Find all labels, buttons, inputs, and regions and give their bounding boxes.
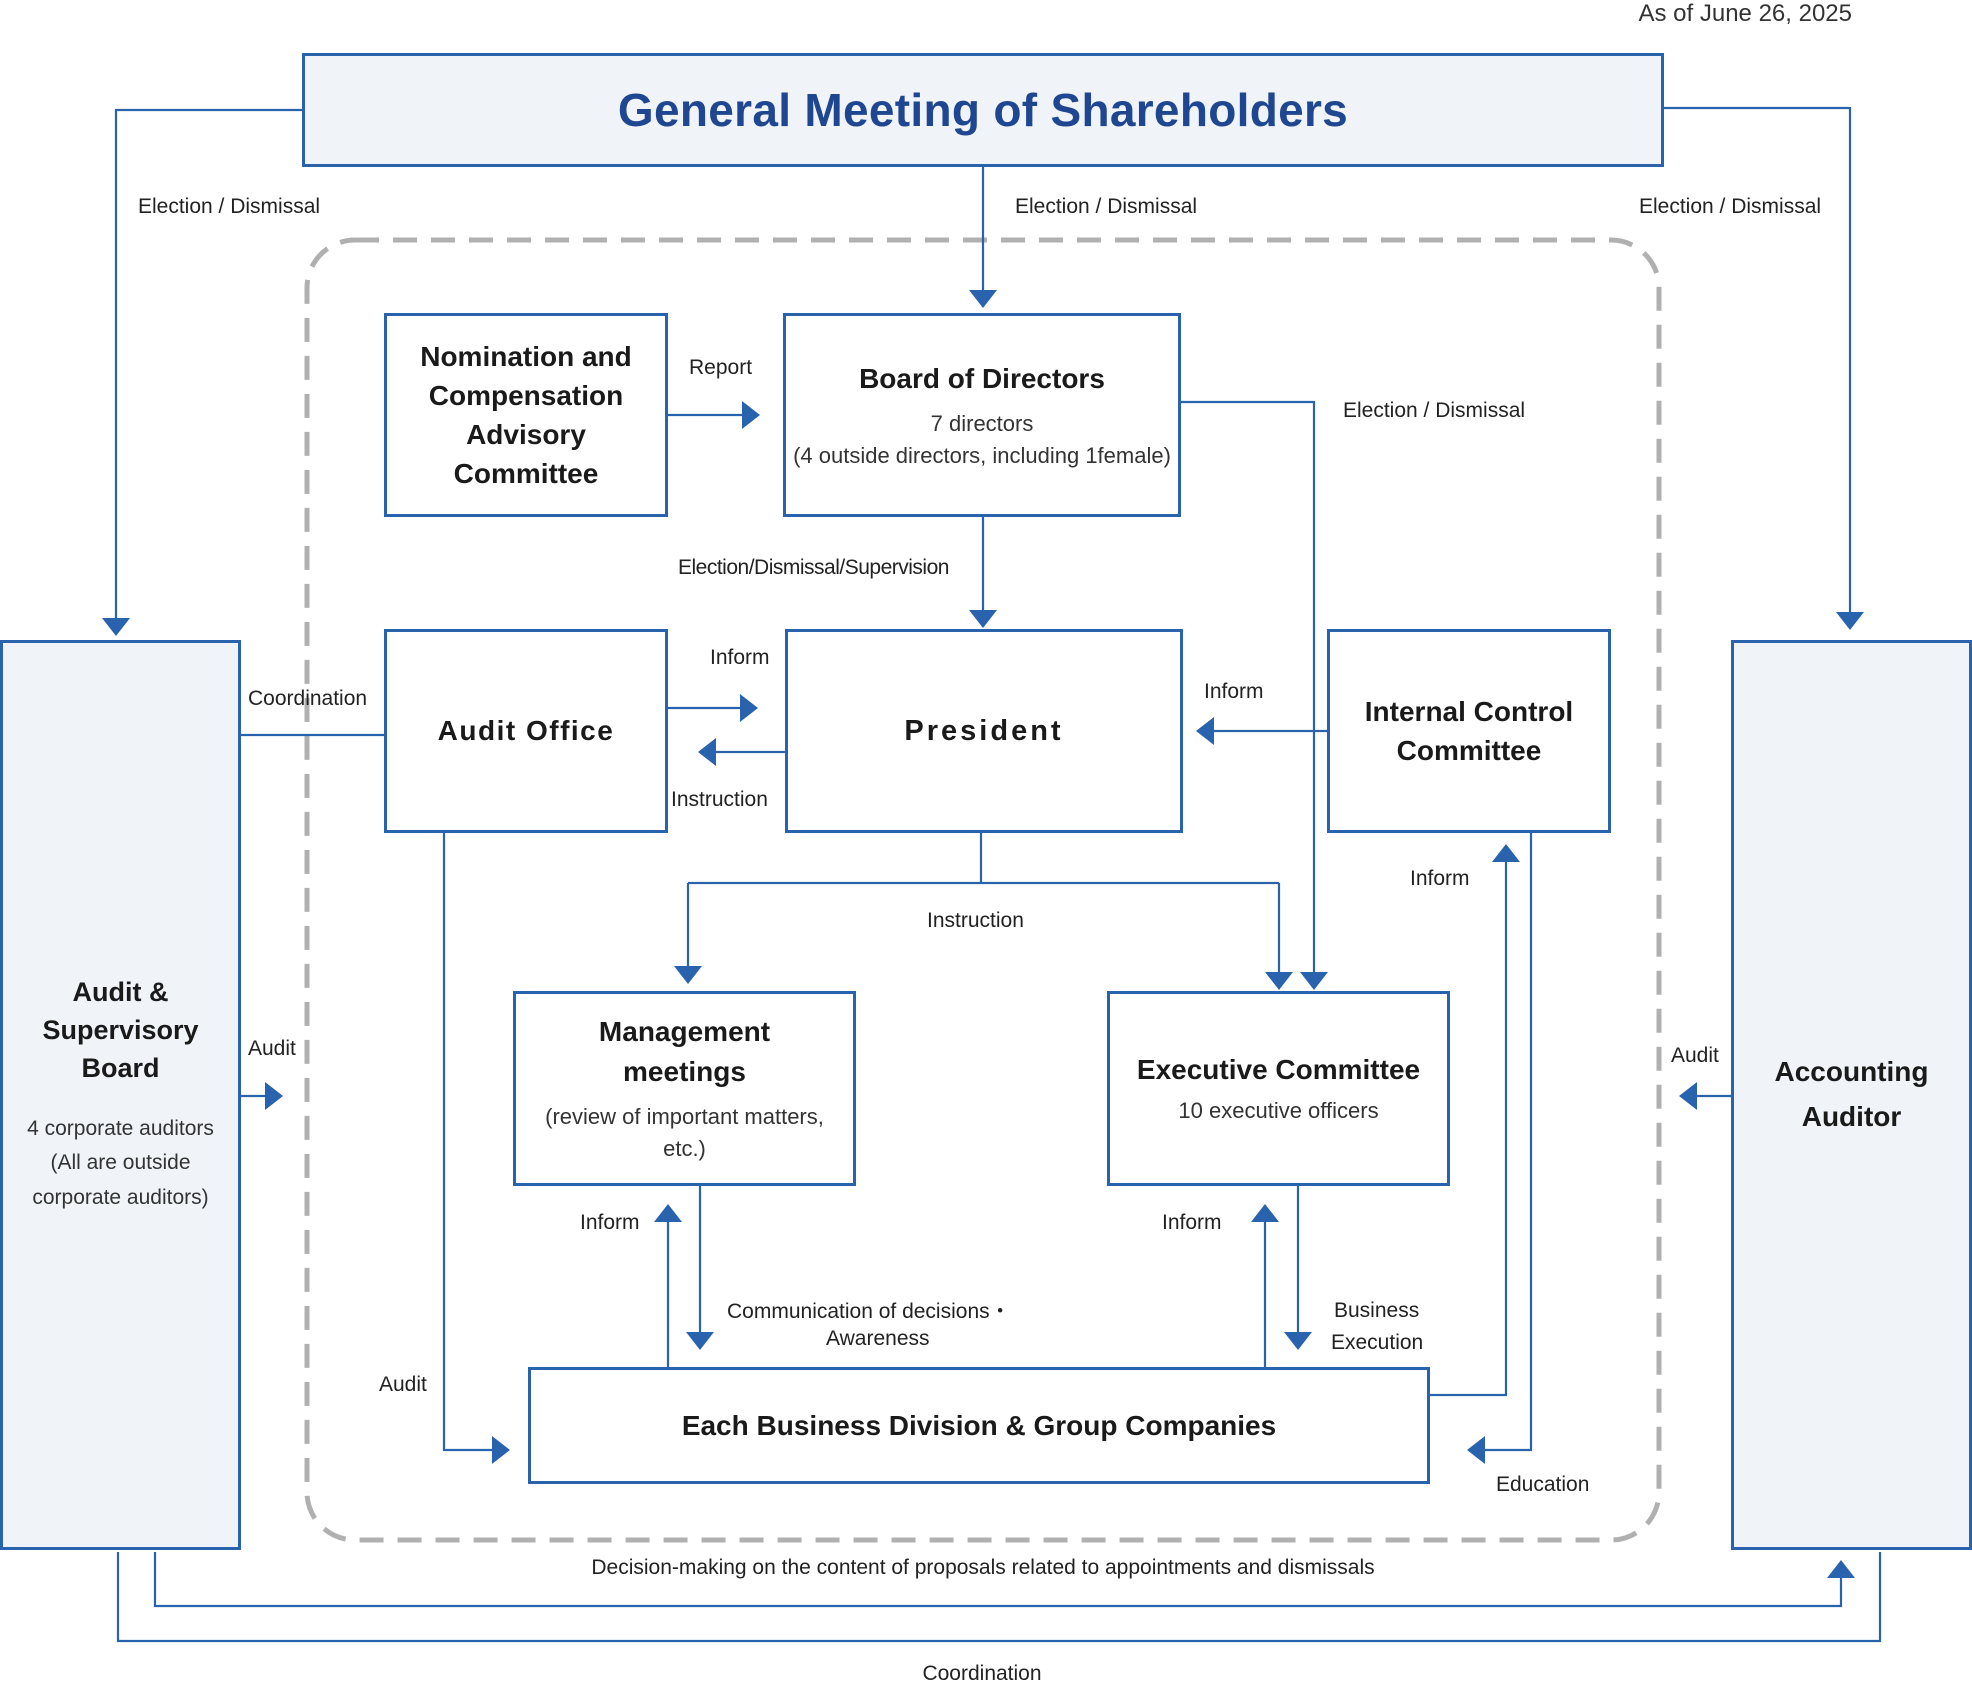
board-sub2: (4 outside directors, including 1female): [793, 442, 1171, 468]
label-audit-accounting: Audit: [1671, 1044, 1719, 1067]
label-election-dismissal-exec: Election / Dismissal: [1343, 399, 1526, 422]
label-audit-board: Audit: [248, 1037, 296, 1060]
label-education: Education: [1496, 1473, 1590, 1496]
executive-committee-box: Executive Committee 10 executive officer…: [1107, 991, 1450, 1186]
label-audit-office-audit: Audit: [379, 1373, 427, 1396]
business-divisions-box: Each Business Division & Group Companies: [528, 1367, 1430, 1484]
business-divisions-title: Each Business Division & Group Companies: [681, 1409, 1277, 1441]
arrowhead-exec-inform: [1251, 1204, 1279, 1222]
coordination-bottom-line: [116, 1552, 1882, 1643]
arrowhead-icc-inform: [1196, 717, 1214, 745]
board-box: Board of Directors 7 directors (4 outsid…: [783, 313, 1181, 517]
arrowhead-decision-making: [1827, 1560, 1855, 1578]
arrowhead-audit-board: [102, 618, 130, 636]
arrowhead-mgmt-inform: [654, 1204, 682, 1222]
arrowhead-instruction: [698, 738, 716, 766]
general-meeting-box: General Meeting of Shareholders: [302, 53, 1664, 167]
president-title: President: [904, 714, 1064, 747]
label-election-dismissal-supervision: Election/Dismissal/Supervision: [678, 556, 949, 579]
arrow-audit-office-audit: [442, 832, 492, 1452]
internal-control-title: Internal Control Committee: [1364, 695, 1574, 766]
board-sub1: 7 directors: [930, 410, 1034, 436]
arrowhead-report: [742, 401, 760, 429]
arrow-gm-to-audit-board: [114, 108, 302, 620]
arrow-icc-education: [1485, 833, 1533, 1452]
general-meeting-title: General Meeting of Shareholders: [617, 84, 1349, 136]
board-title: Board of Directors: [859, 362, 1105, 394]
arrowhead-exec-business: [1284, 1332, 1312, 1350]
label-inform-mgmt: Inform: [580, 1211, 640, 1234]
arrow-board-to-exec: [1181, 400, 1316, 972]
label-inform-exec: Inform: [1162, 1211, 1222, 1234]
audit-office-box: Audit Office: [384, 629, 668, 833]
label-business-2: Execution: [1331, 1331, 1424, 1354]
label-coordination-bottom: Coordination: [922, 1662, 1042, 1685]
arrowhead-education: [1467, 1436, 1485, 1464]
label-instruction-audit-office: Instruction: [671, 788, 768, 811]
label-communication-1: Communication of decisions・: [727, 1300, 1011, 1323]
arrowhead-mgmt-communication: [686, 1332, 714, 1350]
arrow-gm-to-accounting-auditor: [1664, 106, 1852, 612]
executive-committee-title: Executive Committee: [1136, 1053, 1421, 1085]
arrowhead-exec-president: [1265, 972, 1293, 990]
accounting-auditor-box: Accounting Auditor: [1731, 640, 1972, 1550]
arrow-decision-making: [153, 1552, 1843, 1608]
arrowhead-accounting-auditor: [1836, 612, 1864, 630]
arrowhead-board: [969, 290, 997, 308]
label-communication-2: Awareness: [826, 1327, 930, 1350]
audit-board-sub: 4 corporate auditors (All are outside co…: [27, 1116, 214, 1210]
management-meetings-title: Management meetings: [598, 1016, 771, 1087]
arrowhead-accounting-audit: [1679, 1082, 1697, 1110]
label-inform-icc: Inform: [1204, 680, 1264, 703]
audit-board-box: Audit & Supervisory Board 4 corporate au…: [0, 640, 241, 1550]
management-meetings-box: Management meetings (review of important…: [513, 991, 856, 1186]
arrow-business-to-icc: [1430, 862, 1508, 1397]
label-election-dismissal-left: Election / Dismissal: [138, 195, 321, 218]
arrowhead-exec-board: [1300, 972, 1328, 990]
president-box: President: [785, 629, 1183, 833]
label-instruction-president: Instruction: [927, 909, 1024, 932]
arrow-president-instruction-split: [686, 833, 1281, 972]
arrowhead-audit-business: [492, 1436, 510, 1464]
arrowhead-president: [969, 610, 997, 628]
nomination-committee-box: Nomination and Compensation Advisory Com…: [384, 313, 668, 517]
as-of-date: As of June 26, 2025: [1638, 0, 1853, 27]
accounting-auditor-title: Accounting Auditor: [1774, 1056, 1929, 1132]
nomination-committee-title: Nomination and Compensation Advisory Com…: [420, 340, 632, 490]
audit-office-title: Audit Office: [437, 715, 615, 747]
management-meetings-sub: (review of important matters, etc.): [545, 1103, 824, 1161]
audit-board-title: Audit & Supervisory Board: [42, 977, 199, 1083]
label-report: Report: [689, 356, 753, 379]
label-coordination-left: Coordination: [248, 687, 368, 710]
executive-committee-sub: 10 executive officers: [1178, 1098, 1379, 1124]
label-business-1: Business: [1334, 1299, 1420, 1322]
label-inform-audit-office: Inform: [710, 646, 770, 669]
internal-control-box: Internal Control Committee: [1327, 629, 1611, 833]
label-election-dismissal-right: Election / Dismissal: [1639, 195, 1822, 218]
label-election-dismissal-center: Election / Dismissal: [1015, 195, 1198, 218]
arrowhead-audit-inform: [740, 694, 758, 722]
label-inform-business-icc: Inform: [1410, 867, 1470, 890]
label-decision-making: Decision-making on the content of propos…: [591, 1556, 1375, 1579]
arrowhead-audit-board-audit: [265, 1082, 283, 1110]
arrowhead-icc-up: [1492, 844, 1520, 862]
arrowhead-mgmt: [674, 966, 702, 984]
